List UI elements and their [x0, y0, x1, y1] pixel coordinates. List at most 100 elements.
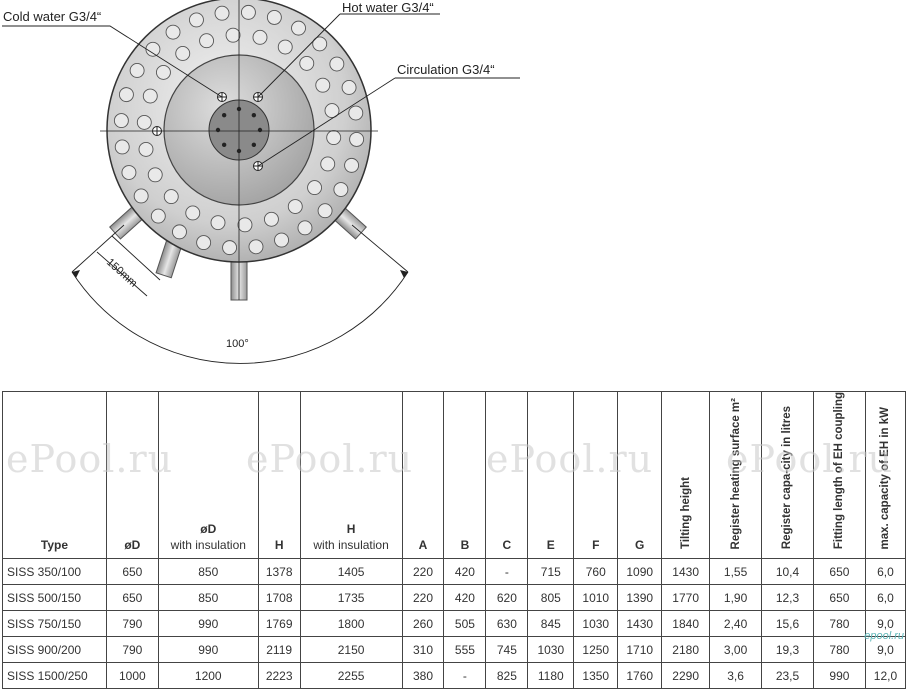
insulation-hole: [199, 33, 215, 49]
value-cell: 1800: [299, 610, 403, 638]
value-cell: 420: [443, 558, 487, 586]
insulation-hole: [165, 24, 181, 40]
value-cell: -: [485, 558, 529, 586]
center-lines: [100, 0, 378, 300]
value-cell: 23,5: [761, 662, 814, 689]
insulation-hole: [163, 189, 179, 205]
insulation-holes: [113, 4, 365, 256]
value-cell: 3,00: [709, 636, 763, 664]
insulation-hole: [118, 87, 134, 103]
column-header-label: øD: [200, 522, 217, 537]
column-header: H: [257, 390, 301, 560]
value-cell: 19,3: [761, 636, 814, 664]
insulation-hole: [237, 217, 253, 233]
value-cell: 1708: [257, 584, 301, 612]
column-header-rotated: Register heating surface m²: [709, 390, 763, 560]
value-cell: 850: [157, 558, 259, 586]
value-cell: 1030: [573, 610, 619, 638]
insulation-hole: [341, 80, 357, 95]
insulation-hole: [320, 156, 336, 172]
value-cell: 845: [527, 610, 575, 638]
column-header: E: [527, 390, 575, 560]
insulation-hole: [196, 235, 212, 251]
type-cell: SISS 750/150: [2, 610, 107, 638]
value-cell: 1010: [573, 584, 619, 612]
value-cell: 1250: [573, 636, 619, 664]
value-cell: 220: [401, 558, 445, 586]
value-cell: 650: [812, 584, 866, 612]
column-header-label: E: [546, 538, 555, 553]
value-cell: 1,90: [709, 584, 763, 612]
insulation-hole: [240, 4, 256, 20]
value-cell: 805: [527, 584, 575, 612]
insulation-hole: [329, 56, 345, 72]
insulation-hole: [133, 188, 149, 204]
column-header: C: [485, 390, 529, 560]
column-header: B: [443, 390, 487, 560]
value-cell: 1378: [257, 558, 301, 586]
value-cell: 715: [527, 558, 575, 586]
value-cell: 260: [401, 610, 445, 638]
value-cell: 2119: [257, 636, 301, 664]
value-cell: 650: [812, 558, 866, 586]
flange-bolt: [257, 127, 263, 133]
value-cell: 1000: [105, 662, 159, 689]
insulation-hole: [138, 141, 154, 157]
insulation-hole: [299, 55, 315, 71]
column-header-label: H: [274, 538, 284, 553]
insulation-hole: [136, 114, 152, 130]
insulation-hole: [307, 180, 323, 196]
value-cell: 3,6: [709, 662, 763, 689]
flange-bolt: [251, 142, 257, 148]
insulation-hole: [349, 131, 365, 147]
value-cell: 650: [105, 584, 159, 612]
insulation-hole: [312, 36, 328, 52]
insulation-hole: [297, 220, 313, 236]
value-cell: 790: [105, 610, 159, 638]
value-cell: 620: [485, 584, 529, 612]
insulation-hole: [113, 113, 129, 129]
insulation-hole: [324, 103, 340, 119]
value-cell: -: [443, 662, 487, 689]
insulation-hole: [252, 29, 268, 45]
insulation-hole: [150, 208, 166, 224]
column-header-label: Register heating surface m²: [729, 397, 742, 550]
value-cell: 825: [485, 662, 529, 689]
brand-logo: epool.ru: [864, 630, 904, 642]
column-header-rotated: Register capa-city in litres: [761, 390, 814, 560]
value-cell: 1350: [573, 662, 619, 689]
insulation-hole: [214, 5, 230, 21]
insulation-hole: [248, 239, 264, 255]
insulation-hole: [175, 46, 191, 61]
value-cell: 220: [401, 584, 445, 612]
flange-bolts: [215, 106, 263, 154]
flange-bolt: [221, 112, 227, 118]
value-cell: 310: [401, 636, 445, 664]
value-cell: 1405: [299, 558, 403, 586]
value-cell: 12,3: [761, 584, 814, 612]
value-cell: 760: [573, 558, 619, 586]
value-cell: 505: [443, 610, 487, 638]
insulation-hole: [172, 224, 187, 240]
value-cell: 650: [105, 558, 159, 586]
flange-bolt: [215, 127, 221, 133]
value-cell: 990: [157, 636, 259, 664]
value-cell: 1390: [617, 584, 663, 612]
column-header-label: øD: [124, 538, 141, 553]
dim-angle-label: 100°: [226, 338, 249, 350]
value-cell: 2150: [299, 636, 403, 664]
value-cell: 780: [812, 610, 866, 638]
column-header-label: Type: [40, 538, 68, 553]
value-cell: 2290: [661, 662, 711, 689]
value-cell: 990: [157, 610, 259, 638]
value-cell: 555: [443, 636, 487, 664]
value-cell: 1770: [661, 584, 711, 612]
column-header-label: max. capacity of EH in kW: [879, 406, 892, 550]
column-header-rotated: Tilting height: [661, 390, 711, 560]
